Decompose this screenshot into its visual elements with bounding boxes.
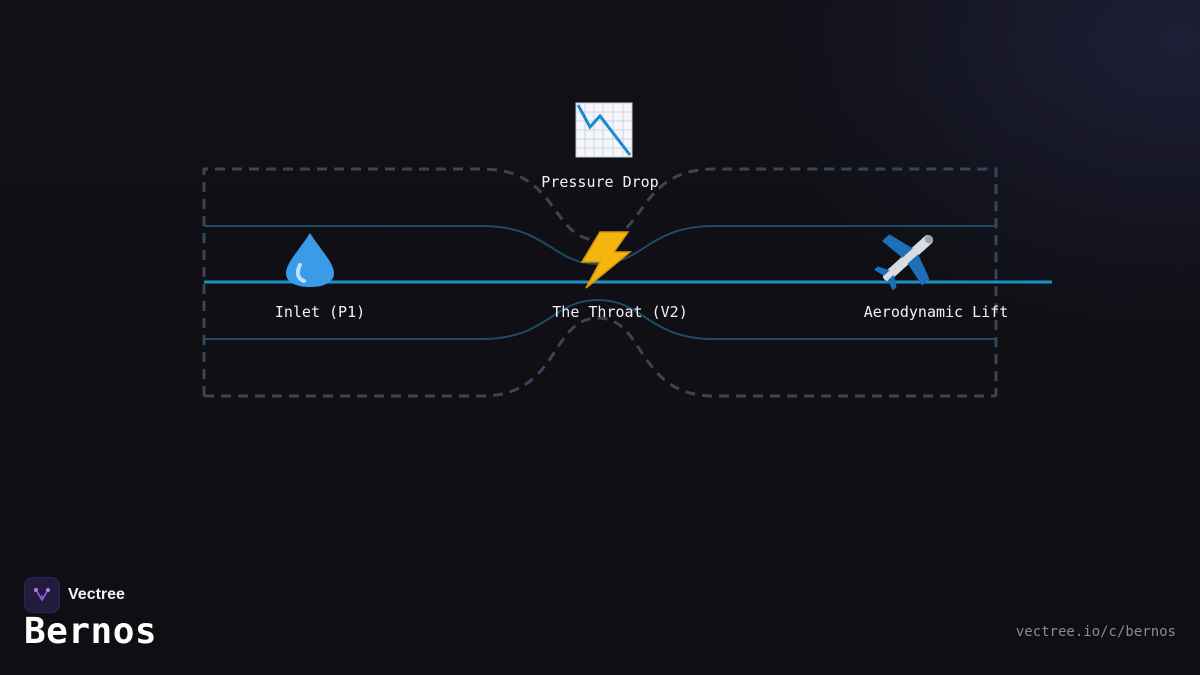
vectree-logo-icon <box>24 577 60 613</box>
pipe-wall-bottom <box>204 316 996 398</box>
streamline-bottom <box>204 298 996 340</box>
droplet-icon <box>286 233 334 287</box>
page-title: Bernos <box>24 611 158 652</box>
source-url[interactable]: vectree.io/c/bernos <box>1015 624 1176 640</box>
node-label-pressure-drop: Pressure Drop <box>541 173 658 191</box>
brand: Vectree <box>24 577 125 613</box>
streamline-top <box>204 225 996 266</box>
node-label-throat: The Throat (V2) <box>552 303 687 321</box>
airplane-icon <box>874 234 934 291</box>
lightning-icon <box>580 231 633 289</box>
chart-decreasing-icon <box>575 102 633 158</box>
node-label-lift: Aerodynamic Lift <box>864 303 1009 321</box>
brand-name: Vectree <box>68 586 125 603</box>
node-label-inlet: Inlet (P1) <box>275 303 365 321</box>
